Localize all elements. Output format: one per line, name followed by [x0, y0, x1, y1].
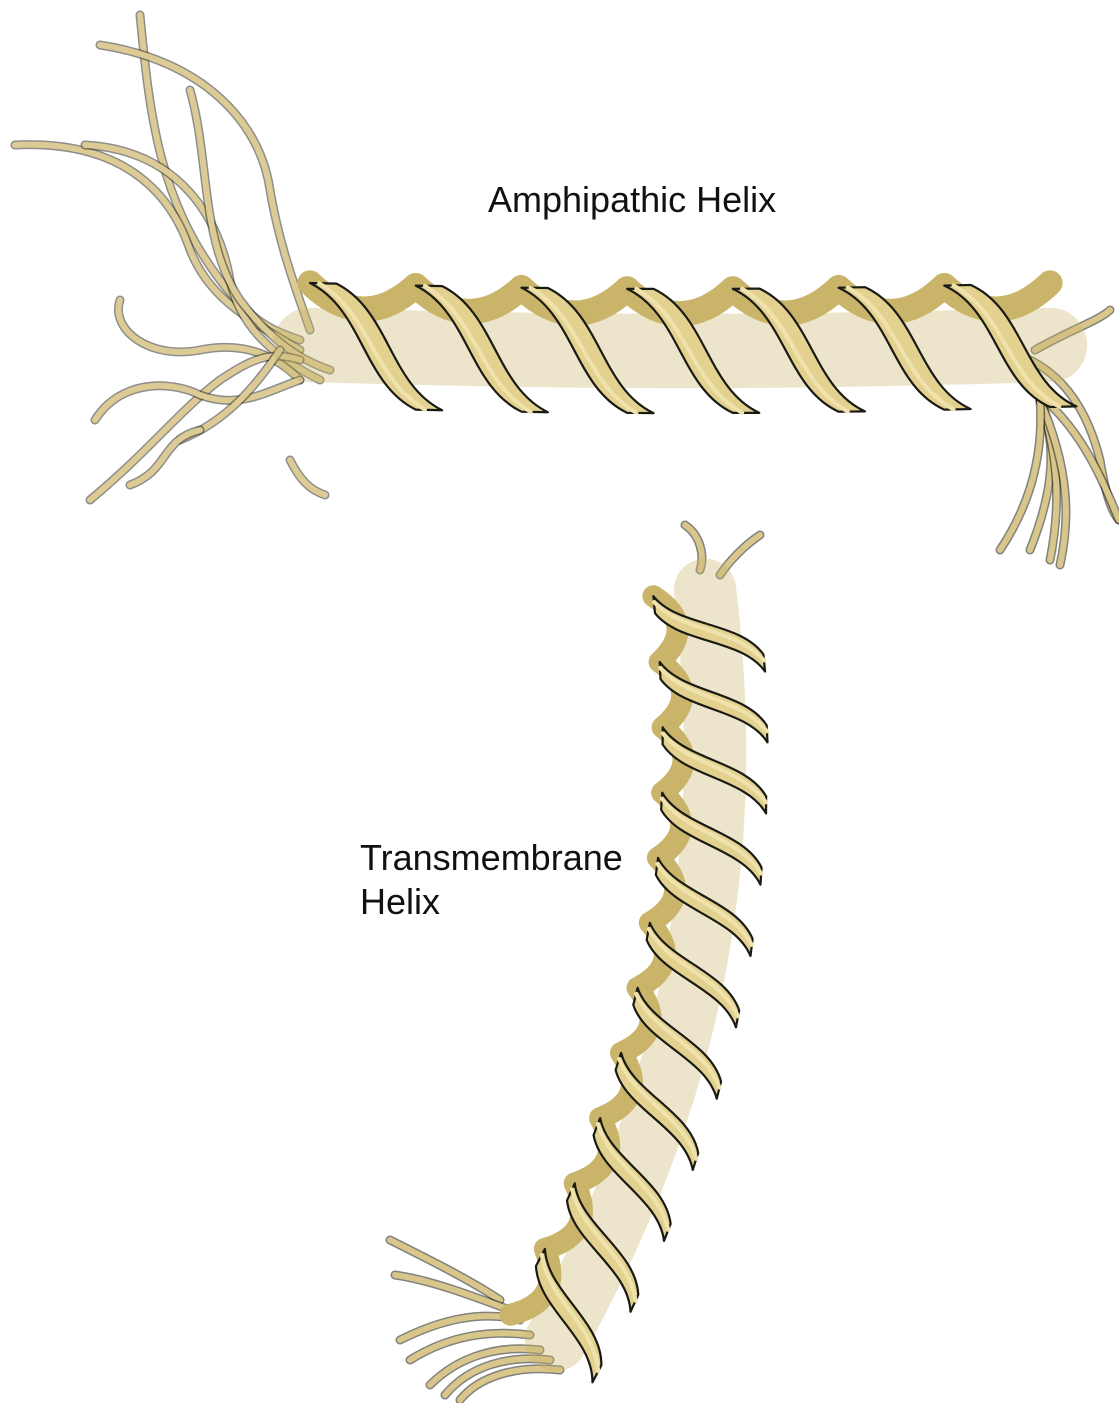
- transmembrane-helix-label: Transmembrane Helix: [360, 836, 623, 924]
- transmembrane-label-line-1: Transmembrane: [360, 836, 623, 880]
- amphipathic-helix-label: Amphipathic Helix: [488, 178, 776, 222]
- n-terminal-coils: [15, 15, 330, 500]
- transmembrane-label-line-2: Helix: [360, 880, 623, 924]
- transmembrane-helix: [510, 590, 767, 1382]
- amphipathic-helix: [310, 283, 1076, 413]
